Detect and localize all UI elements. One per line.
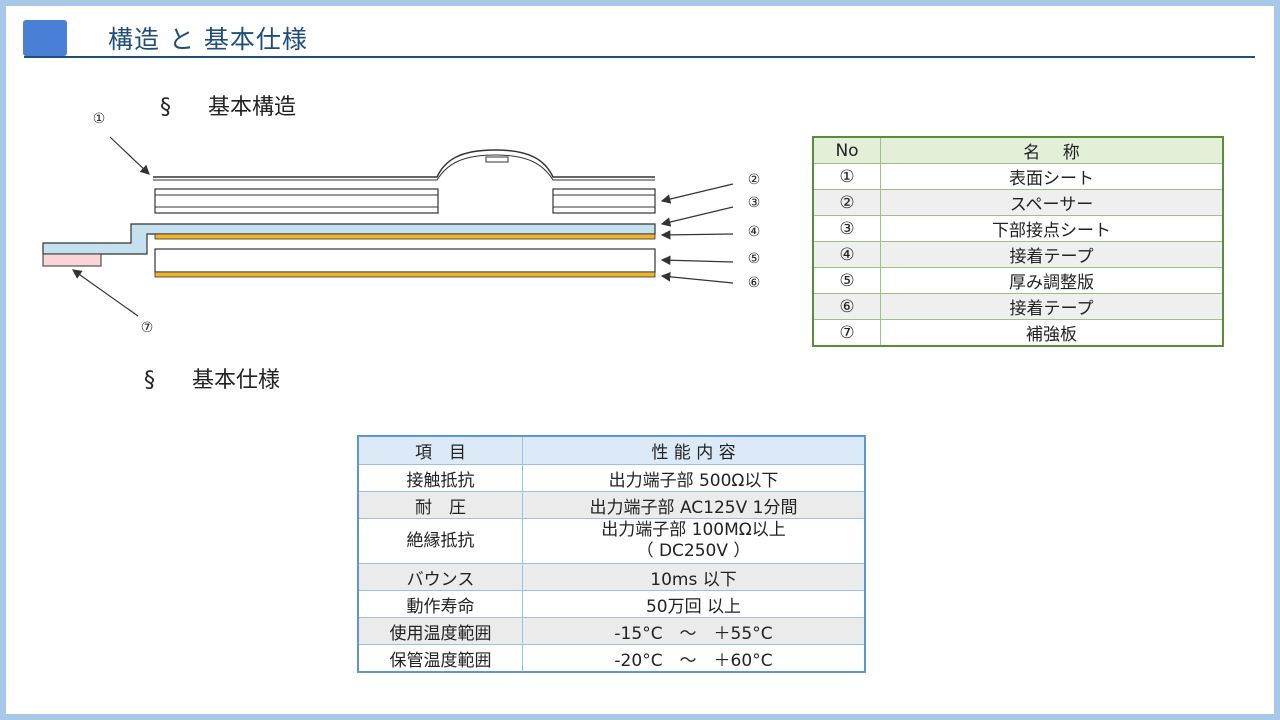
part-name: スペーサー [880,189,1224,216]
label-1: ① [92,111,106,127]
table-row: 絶縁抵抗出力端子部 100MΩ以上（ DC250V ） [357,518,866,564]
dome-contact [485,156,509,163]
adhesive-tape-upper [154,233,656,240]
table-row: 使用温度範囲-15°C ～ ＋55°C [357,617,866,645]
part-no: ⑤ [812,267,881,294]
parts-header-no: No [812,136,881,164]
surface-sheet-inner [153,154,655,181]
section-basic-spec: § 基本仕様 [144,362,280,394]
spec-item: 絶縁抵抗 [357,518,523,564]
label-4: ④ [747,224,761,240]
spec-item: 保管温度範囲 [357,644,523,673]
part-name: 下部接点シート [880,215,1224,242]
spec-item: 使用温度範囲 [357,617,523,645]
spec-value: -15°C ～ ＋55°C [522,617,866,645]
label-3: ③ [747,195,761,211]
spec-header-item: 項 目 [357,435,523,465]
part-no: ⑦ [812,319,881,347]
thickness-plate [154,248,656,273]
title-accent-square [23,20,67,56]
section-label: 基本仕様 [192,368,281,393]
table-row: 耐 圧出力端子部 AC125V 1分間 [357,491,866,519]
part-no: ② [812,189,881,216]
part-name: 接着テープ [880,241,1224,268]
spec-value: 10ms 以下 [522,563,866,591]
part-no: ⑥ [812,293,881,320]
table-row: 接触抵抗出力端子部 500Ω以下 [357,464,866,492]
surface-sheet [153,149,655,178]
adhesive-tape-lower [154,271,656,278]
part-name: 厚み調整版 [880,267,1224,294]
spacer-right [552,188,656,214]
table-row: 保管温度範囲-20°C ～ ＋60°C [357,644,866,673]
label-5: ⑤ [747,251,761,267]
spec-value-line1: 出力端子部 100MΩ以上 [601,520,786,540]
spec-table: 項 目 性 能 内 容 接触抵抗出力端子部 500Ω以下 耐 圧出力端子部 AC… [357,435,866,673]
reinforcement-plate [42,253,102,267]
spec-item: 耐 圧 [357,491,523,519]
label-2: ② [747,172,761,188]
spec-item: バウンス [357,563,523,591]
part-no: ③ [812,215,881,242]
part-name: 表面シート [880,163,1224,190]
spec-value: -20°C ～ ＋60°C [522,644,866,673]
label-7: ⑦ [140,320,154,336]
spec-value: 50万回 以上 [522,590,866,618]
section-mark: § [144,368,155,393]
part-no: ① [812,163,881,190]
section-label: 基本構造 [208,95,297,120]
section-mark: § [160,95,171,120]
spec-value: 出力端子部 AC125V 1分間 [522,491,866,519]
page-title: 構造 と 基本仕様 [108,25,308,54]
spec-value: 出力端子部 500Ω以下 [522,464,866,492]
spec-value: 出力端子部 100MΩ以上（ DC250V ） [522,518,866,564]
spec-item: 動作寿命 [357,590,523,618]
spacer-left [154,188,439,214]
spec-item: 接触抵抗 [357,464,523,492]
spec-value-line2: （ DC250V ） [636,541,751,561]
title-underline [24,56,1255,58]
spec-header-content: 性 能 内 容 [522,435,866,465]
section-basic-structure: § 基本構造 [160,89,296,121]
part-name: 接着テープ [880,293,1224,320]
part-name: 補強板 [880,319,1224,347]
label-6: ⑥ [747,275,761,291]
parts-header-name: 名 称 [880,136,1224,164]
part-no: ④ [812,241,881,268]
